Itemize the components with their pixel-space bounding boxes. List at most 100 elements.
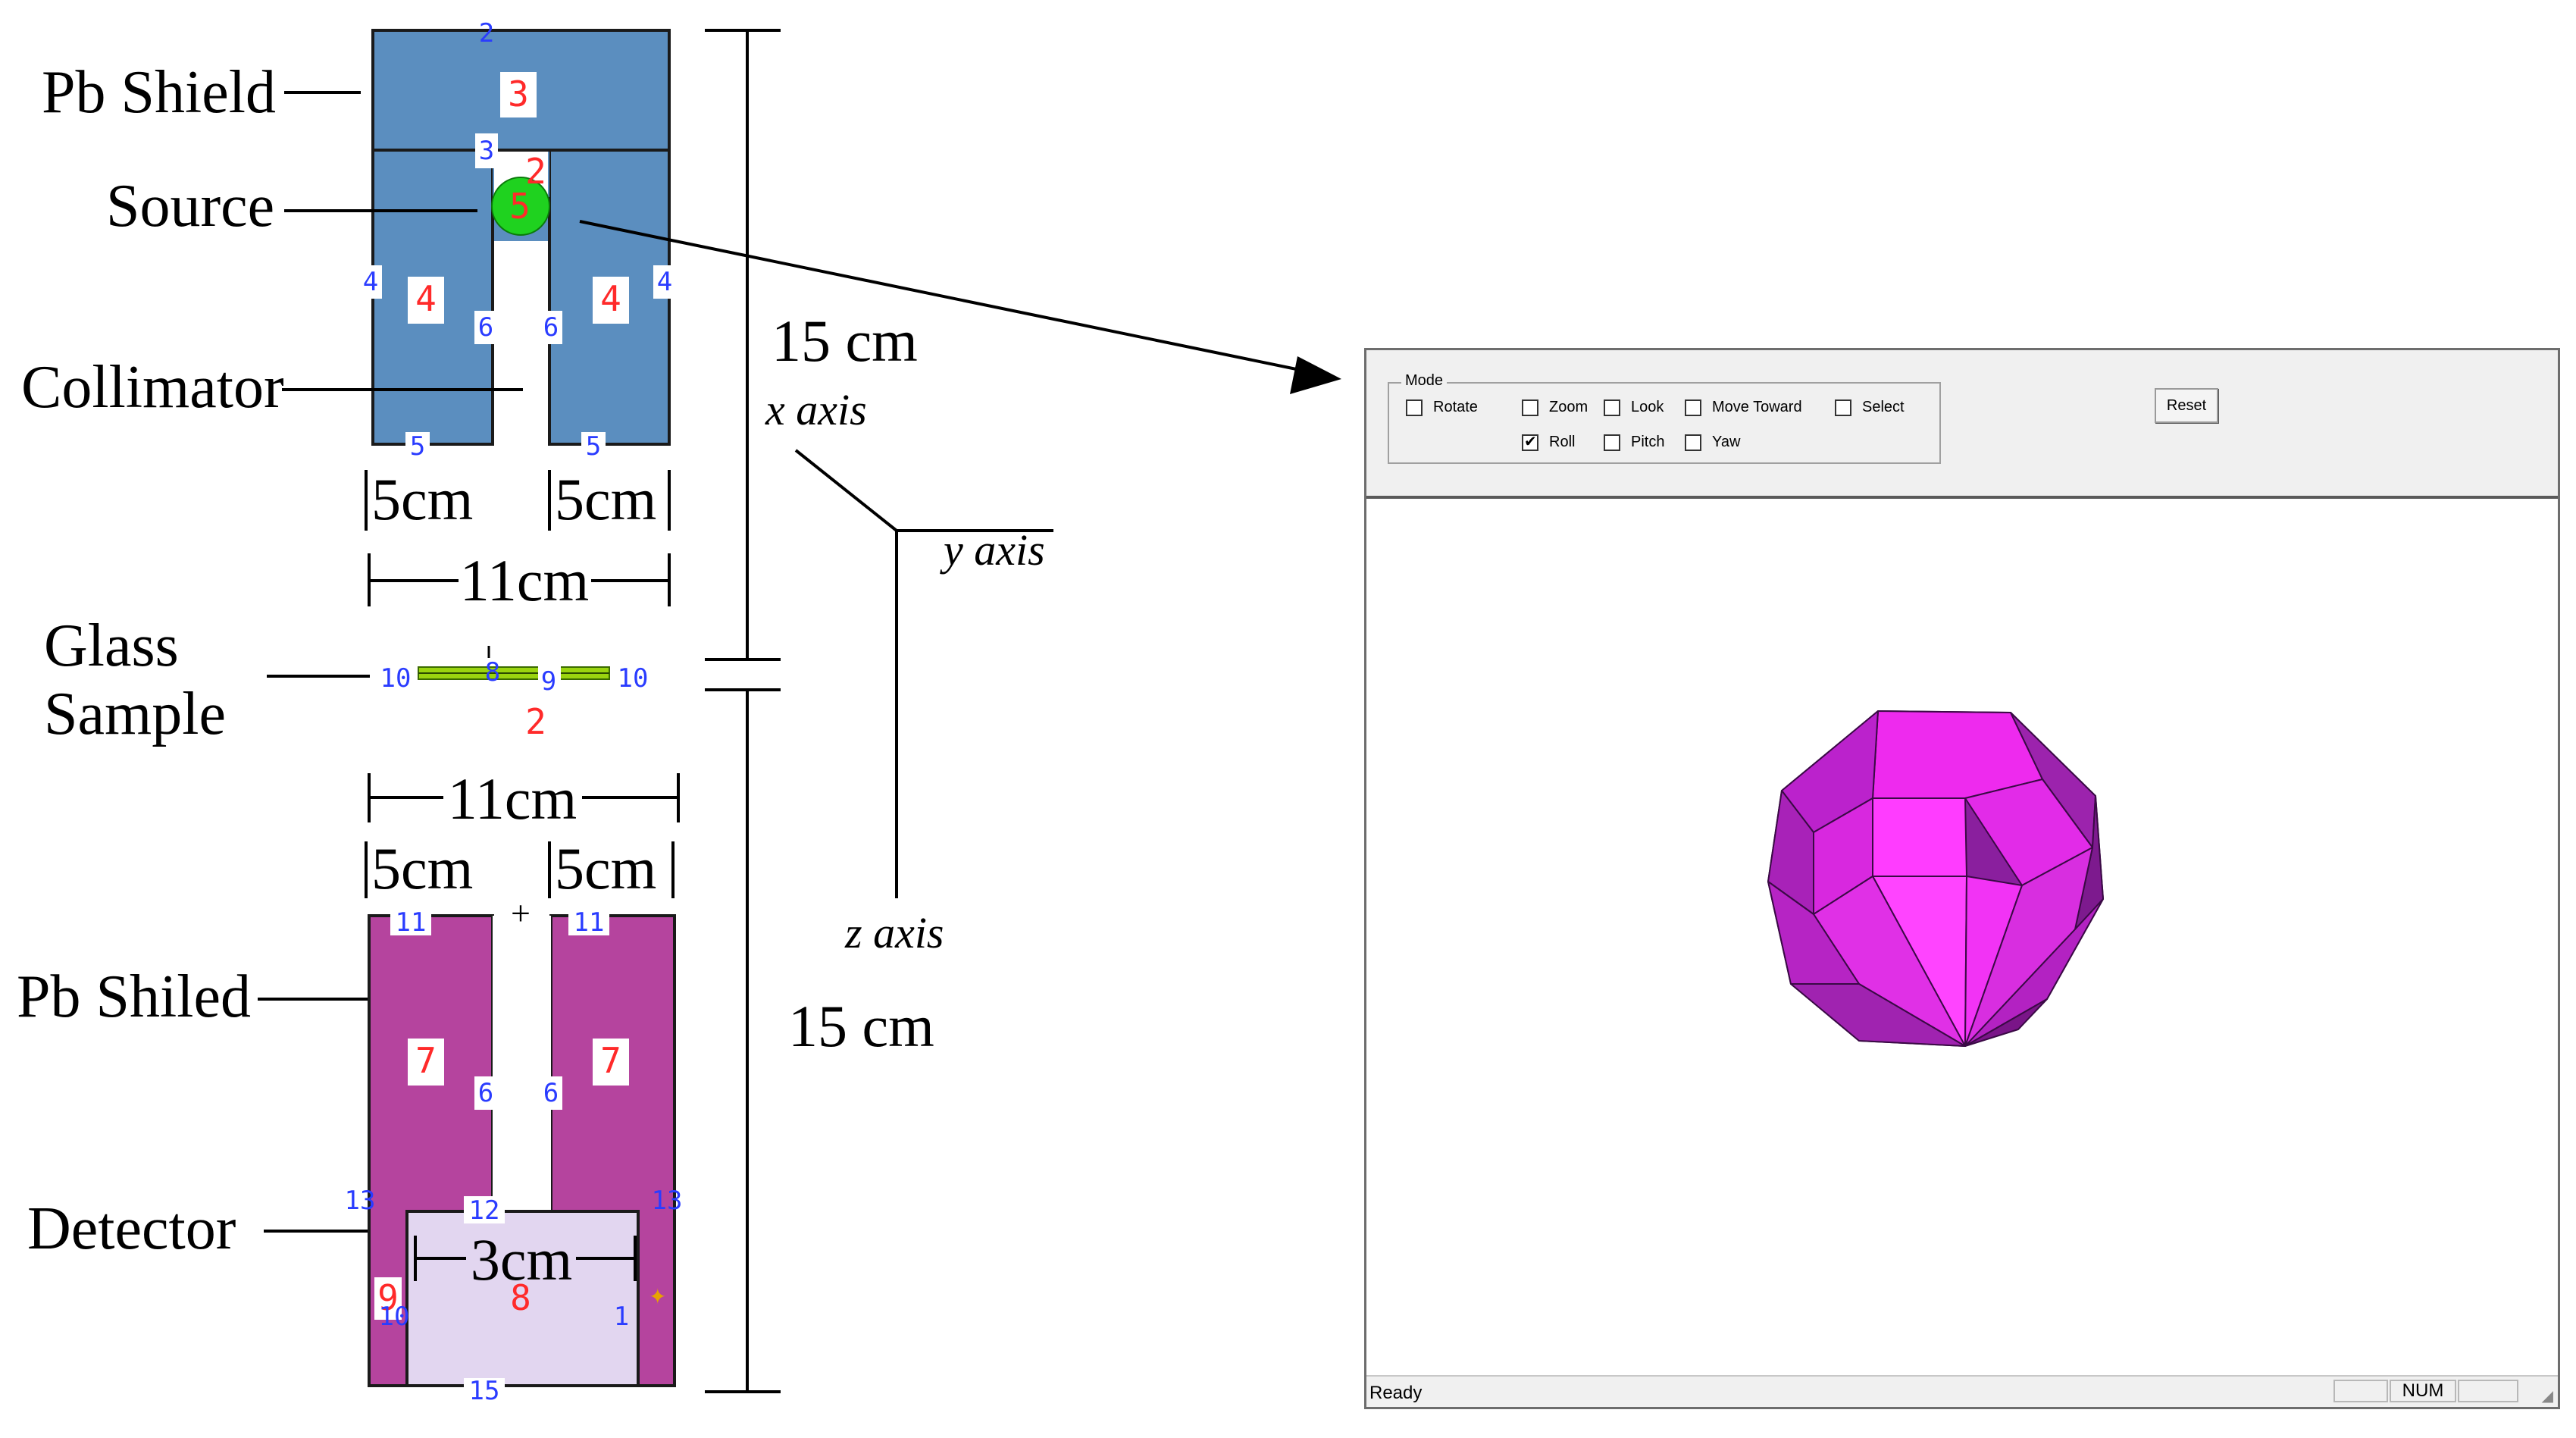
label-glass-line2: Sample xyxy=(44,681,226,747)
axis-label-x: x axis xyxy=(765,385,867,434)
vertical-dimension: 15 cm 15 cm xyxy=(705,29,934,1393)
glass-sample: 10 8 9 10 2 xyxy=(380,646,649,742)
mode-group: Mode Rotate Zoom Look Move Toward Select xyxy=(1388,372,1941,464)
look-checkbox[interactable] xyxy=(1604,399,1620,416)
option-pitch[interactable]: Pitch xyxy=(1604,434,1664,451)
dim-top-total-width: 11cm xyxy=(460,547,589,613)
region-number-collimator-right: 4 xyxy=(600,278,621,319)
bottom-dimensions: 11cm 5cm 5cm xyxy=(365,766,680,901)
boundary-number-base-left: 5 xyxy=(410,431,425,462)
zoom-label: Zoom xyxy=(1549,399,1588,415)
label-pb-shield-top: Pb Shield xyxy=(42,59,276,126)
yaw-label: Yaw xyxy=(1712,434,1741,450)
roll-label: Roll xyxy=(1549,434,1576,450)
boundary-number-top: 2 xyxy=(479,18,494,49)
boundary-number-side-left: 4 xyxy=(363,267,378,297)
svg-text:+: + xyxy=(511,894,531,932)
boundary-number-base-bottom: 15 xyxy=(469,1376,500,1406)
dim-detector-width: 3cm xyxy=(471,1227,572,1292)
region-number-source-cell: 2 xyxy=(525,151,546,192)
top-tags: 3 2 3 2 5 4 4 4 4 6 6 5 5 xyxy=(359,18,676,462)
move-toward-checkbox[interactable] xyxy=(1685,399,1701,416)
select-checkbox[interactable] xyxy=(1835,399,1851,416)
region-number-source: 5 xyxy=(509,186,531,227)
dim-top-right-width: 5cm xyxy=(555,466,656,532)
rotate-label: Rotate xyxy=(1433,399,1478,415)
region-number-detector: 8 xyxy=(510,1277,531,1318)
resize-grip-icon[interactable]: ◢ xyxy=(2541,1388,2553,1405)
option-zoom[interactable]: Zoom xyxy=(1522,399,1588,416)
boundary-number-detector-left: 10 xyxy=(379,1302,410,1332)
option-roll[interactable]: Roll xyxy=(1522,432,1576,451)
option-rotate[interactable]: Rotate xyxy=(1406,399,1478,416)
region-number-collimator-left: 4 xyxy=(415,278,437,319)
dim-bottom-total-width: 11cm xyxy=(448,766,577,832)
dim-top-left-width: 5cm xyxy=(371,466,473,532)
move-toward-label: Move Toward xyxy=(1712,399,1802,415)
top-dimensions: 5cm 5cm 11cm xyxy=(365,466,671,613)
bottom-channel xyxy=(493,916,551,1211)
status-bar: Ready NUM ◢ xyxy=(1366,1375,2558,1407)
option-select[interactable]: Select xyxy=(1835,399,1905,416)
boundary-number-base-right: 5 xyxy=(586,431,601,462)
dim-bottom-right-width: 5cm xyxy=(555,835,656,901)
viewer-window: Mode Rotate Zoom Look Move Toward Select xyxy=(1364,348,2560,1409)
boundary-number-glass-mid: 9 xyxy=(541,666,556,697)
left-labels: Pb Shield Source Collimator Glass Sample… xyxy=(17,59,523,1262)
status-pane-empty-2 xyxy=(2458,1380,2518,1402)
option-look[interactable]: Look xyxy=(1604,399,1664,416)
bottom-tags: 11 11 7 7 6 6 12 13 13 9 10 1 ✦ 8 15 xyxy=(345,907,683,1406)
axis-label-y: y axis xyxy=(940,525,1045,575)
boundary-number-side-right-13: 13 xyxy=(652,1186,683,1216)
3d-viewport[interactable] xyxy=(1366,499,2558,1377)
region-number-bottom-left: 7 xyxy=(415,1040,437,1081)
viewer-toolbar: Mode Rotate Zoom Look Move Toward Select xyxy=(1366,350,2558,499)
boundary-number-side-right: 4 xyxy=(657,267,672,297)
rotate-checkbox[interactable] xyxy=(1406,399,1423,416)
label-source: Source xyxy=(106,173,274,240)
label-detector: Detector xyxy=(27,1195,236,1262)
coordinate-axes: x axis y axis z axis xyxy=(765,385,1053,957)
boundary-number-bottom-inner-left: 6 xyxy=(478,1078,493,1108)
dim-upper-height: 15 cm xyxy=(772,308,918,374)
polyhedron xyxy=(1767,710,2104,1047)
boundary-number-upper-divider: 3 xyxy=(479,136,494,166)
boundary-number-bottom-inner-right: 6 xyxy=(543,1078,559,1108)
region-number-top-shield: 3 xyxy=(508,74,529,114)
mode-group-label: Mode xyxy=(1401,372,1448,390)
axis-label-z: z axis xyxy=(844,908,944,957)
roll-checkbox[interactable] xyxy=(1522,432,1538,451)
detector-marker-icon: ✦ xyxy=(649,1284,666,1309)
region-number-bottom-right: 7 xyxy=(600,1040,621,1081)
boundary-number-bottom-top-left: 11 xyxy=(396,907,427,938)
pointer-arrow xyxy=(579,220,1341,394)
label-collimator: Collimator xyxy=(21,354,284,421)
reset-button[interactable]: Reset xyxy=(2155,388,2218,423)
option-move-toward[interactable]: Move Toward xyxy=(1685,399,1802,416)
source xyxy=(491,177,550,236)
boundary-number-detector-right: 1 xyxy=(614,1302,629,1332)
boundary-number-bottom-top-right: 11 xyxy=(574,907,605,938)
yaw-checkbox[interactable] xyxy=(1685,434,1701,451)
zoom-checkbox[interactable] xyxy=(1522,399,1538,416)
dim-bottom-left-width: 5cm xyxy=(371,835,473,901)
boundary-number-side-left-13: 13 xyxy=(345,1186,376,1216)
dim-lower-height: 15 cm xyxy=(788,993,934,1059)
boundary-number-inner-right: 6 xyxy=(543,312,559,343)
detector-dimension: 3cm xyxy=(414,1227,637,1292)
status-num-indicator: NUM xyxy=(2390,1380,2456,1402)
status-text: Ready xyxy=(1369,1383,1423,1403)
boundary-number-glass-right: 10 xyxy=(618,663,649,694)
select-label: Select xyxy=(1862,399,1905,415)
status-pane-empty-1 xyxy=(2333,1380,2388,1402)
boundary-number-glass-left: 10 xyxy=(380,663,412,694)
label-pb-shield-bottom: Pb Shiled xyxy=(17,963,251,1030)
region-number-detector-side: 9 xyxy=(377,1277,399,1318)
look-label: Look xyxy=(1631,399,1664,415)
polyhedron-render xyxy=(1767,710,2104,1047)
pitch-checkbox[interactable] xyxy=(1604,434,1620,451)
region-number-glass: 2 xyxy=(525,701,546,742)
option-yaw[interactable]: Yaw xyxy=(1685,434,1740,451)
boundary-number-detector-top: 12 xyxy=(469,1195,500,1226)
